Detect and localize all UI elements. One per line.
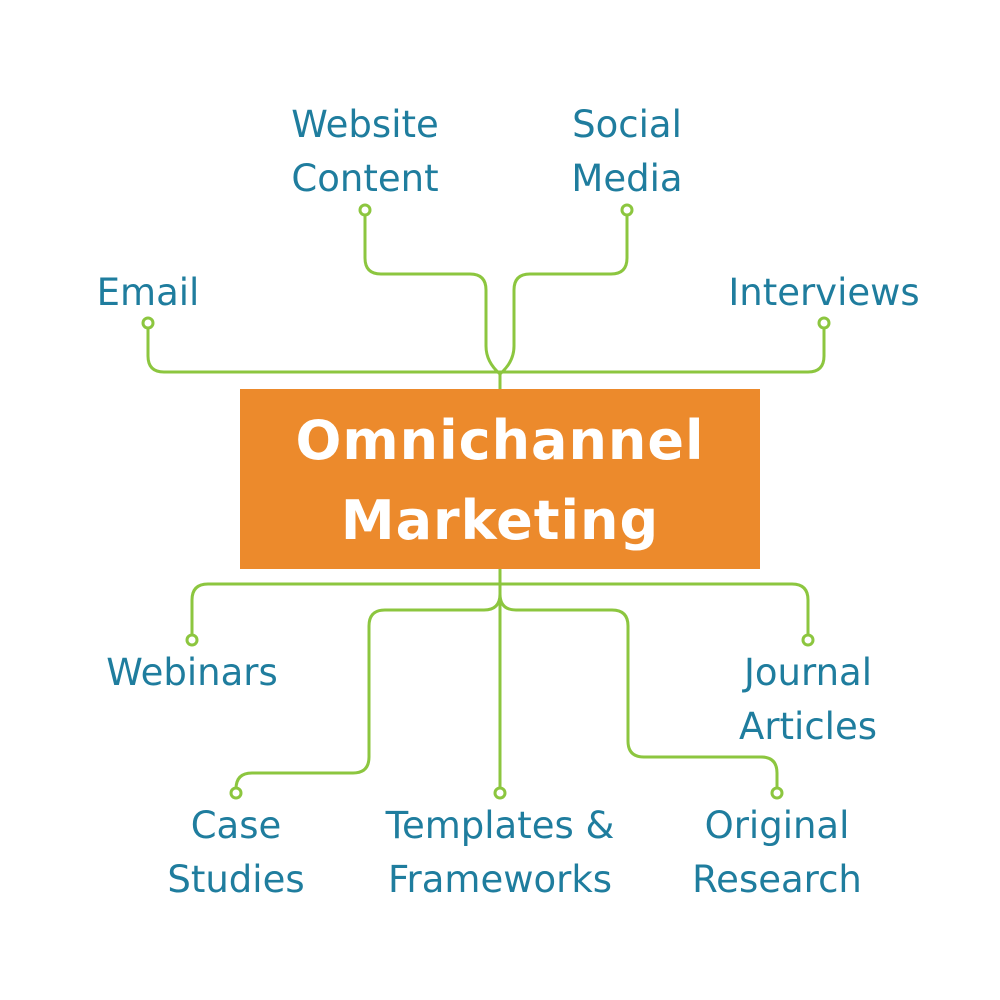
connector-website-content (363, 208, 502, 376)
node-templates-frameworks: Templates & Frameworks (386, 799, 615, 907)
connector-journal-articles (498, 582, 810, 642)
node-label-line: Articles (739, 705, 877, 748)
node-interviews: Interviews (728, 266, 919, 320)
node-label-line: Journal (744, 651, 872, 694)
node-label-line: Studies (167, 858, 305, 901)
node-case-studies: Case Studies (167, 799, 304, 907)
node-original-research: Original Research (692, 799, 862, 907)
node-label-line: Content (291, 157, 439, 200)
node-label-line: Webinars (106, 651, 278, 694)
node-label-line: Templates & (385, 804, 615, 847)
node-label-line: Media (571, 157, 683, 200)
connector-interviews (498, 321, 826, 374)
endpoint-social-media (620, 203, 634, 217)
central-topic-line-1: Omnichannel (295, 409, 705, 472)
central-topic-box: Omnichannel Marketing (240, 389, 760, 569)
central-topic-line-2: Marketing (340, 489, 660, 552)
endpoint-email (141, 316, 155, 330)
node-webinars: Webinars (106, 646, 278, 700)
endpoint-templates-frameworks (493, 786, 507, 800)
connector-case-studies (234, 592, 502, 795)
node-social-media: Social Media (571, 98, 682, 206)
connector-social-media (498, 208, 629, 376)
node-label-line: Email (96, 271, 200, 314)
node-email: Email (97, 266, 200, 320)
endpoint-journal-articles (801, 633, 815, 647)
node-label-line: Case (190, 804, 282, 847)
endpoint-webinars (185, 633, 199, 647)
node-journal-articles: Journal Articles (739, 646, 877, 754)
endpoint-interviews (817, 316, 831, 330)
endpoint-case-studies (229, 786, 243, 800)
node-label-line: Interviews (728, 271, 920, 314)
node-label-line: Frameworks (387, 858, 613, 901)
node-label-line: Research (692, 858, 862, 901)
endpoint-original-research (770, 786, 784, 800)
node-website-content: Website Content (291, 98, 439, 206)
node-label-line: Social (572, 103, 682, 146)
connector-email (146, 321, 502, 374)
node-label-line: Website (291, 103, 439, 146)
connector-original-research (498, 592, 779, 795)
node-label-line: Original (704, 804, 850, 847)
endpoint-website-content (358, 203, 372, 217)
connector-webinars (190, 582, 502, 642)
